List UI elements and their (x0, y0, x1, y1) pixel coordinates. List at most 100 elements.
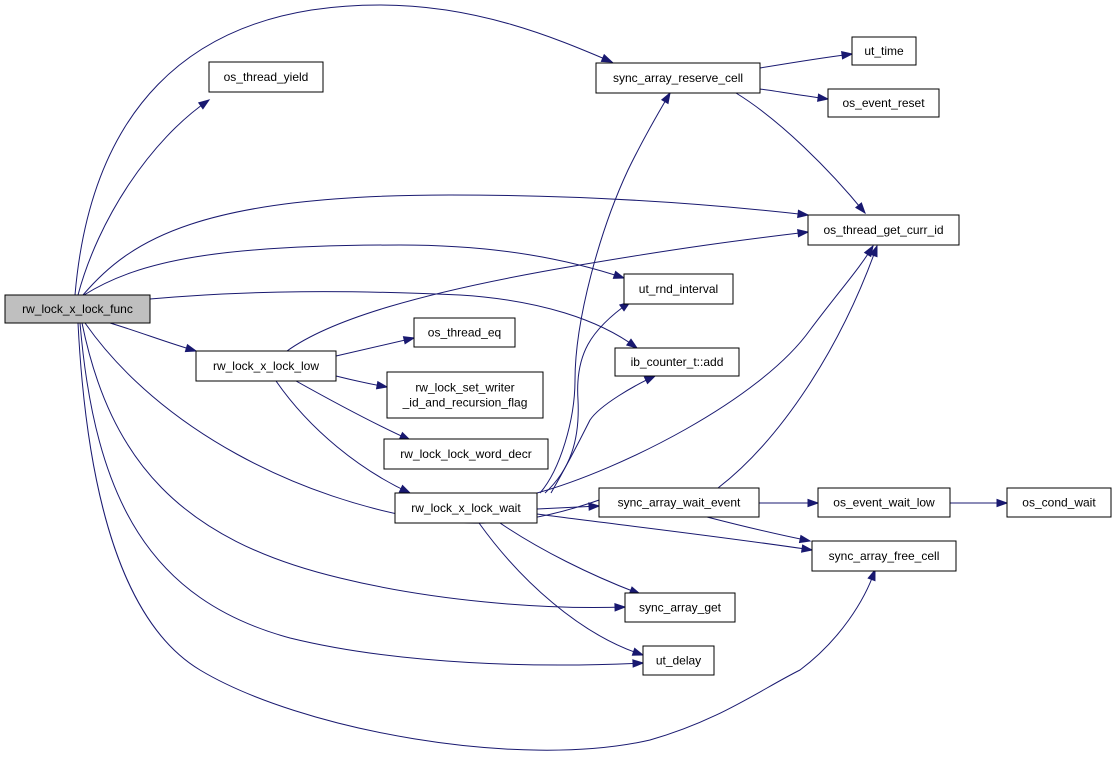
node-freecell[interactable]: sync_array_free_cell (811, 540, 957, 572)
node-currid[interactable]: os_thread_get_curr_id (807, 214, 960, 246)
edge-waitevent-to-currid (717, 244, 878, 489)
arrow-head-icon (398, 484, 412, 494)
node-label: sync_array_wait_event (618, 496, 741, 510)
node-box (4, 294, 151, 324)
arrow-head-icon (807, 498, 820, 508)
edge-xwait-to-rnd (544, 301, 632, 494)
node-label: os_event_wait_low (833, 496, 935, 510)
edge-line (79, 322, 644, 666)
node-label: rw_lock_x_lock_wait (411, 501, 521, 515)
node-worddecr[interactable]: rw_lock_lock_word_decr (383, 438, 549, 470)
arrow-head-icon (375, 380, 389, 390)
node-box (595, 62, 761, 94)
node-box (811, 540, 957, 572)
arrow-head-icon (817, 93, 830, 102)
node-box (851, 36, 917, 66)
edge-root-to-yield (77, 99, 211, 296)
edge-line (81, 322, 626, 609)
edge-line (536, 513, 813, 551)
edge-waitevent-to-evwaitlow (759, 498, 820, 508)
node-uttime[interactable]: ut_time (851, 36, 917, 66)
node-label: os_thread_yield (224, 70, 309, 84)
edge-xlow-to-worddecr (295, 380, 412, 441)
edge-root-to-rnd (83, 244, 626, 296)
arrow-head-icon (402, 336, 416, 345)
edge-xwait-to-saget (499, 522, 642, 595)
edge-line (536, 245, 874, 494)
node-box (1006, 487, 1112, 518)
node-label: os_cond_wait (1022, 496, 1096, 510)
edge-xwait-to-add (550, 375, 657, 494)
node-label: ut_delay (656, 654, 701, 668)
edge-line (286, 231, 809, 352)
node-box (817, 487, 951, 518)
edge-root-to-add (149, 291, 639, 349)
node-label: os_event_reset (842, 96, 925, 110)
arrow-head-icon (660, 91, 671, 105)
edge-line (82, 194, 809, 296)
node-rnd[interactable]: ut_rnd_interval (623, 273, 734, 305)
arrow-head-icon (797, 228, 810, 238)
arrow-head-icon (841, 51, 854, 60)
node-root[interactable]: rw_lock_x_lock_func (4, 294, 151, 324)
edge-xwait-to-delay (478, 522, 645, 656)
node-evreset[interactable]: os_event_reset (827, 88, 940, 118)
edge-xlow-to-currid (286, 228, 810, 352)
edge-root-to-currid (82, 194, 810, 296)
arrow-head-icon (797, 209, 810, 219)
node-box (383, 438, 549, 470)
node-reserve[interactable]: sync_array_reserve_cell (595, 62, 761, 94)
node-label: sync_array_free_cell (829, 549, 940, 563)
edge-line (295, 380, 411, 441)
node-label: os_thread_get_curr_id (823, 223, 943, 237)
edge-line (539, 92, 671, 494)
node-label: rw_lock_x_lock_low (213, 359, 319, 373)
node-label: ib_counter_t::add (631, 355, 724, 369)
nodes: rw_lock_x_lock_func os_thread_yield sync_a… (4, 36, 1112, 676)
edge-line (759, 53, 853, 69)
edge-line (149, 291, 638, 349)
node-delay[interactable]: ut_delay (642, 645, 715, 676)
edge-root-to-saget (81, 322, 627, 612)
node-saget[interactable]: sync_array_get (624, 592, 736, 623)
arrow-head-icon (869, 244, 878, 258)
node-label: _id_and_recursion_flag (402, 396, 528, 410)
node-add[interactable]: ib_counter_t::add (614, 347, 740, 377)
node-box (413, 317, 516, 348)
edge-line (499, 522, 641, 595)
node-condwait[interactable]: os_cond_wait (1006, 487, 1112, 518)
edge-waitevent-to-freecell (706, 516, 812, 544)
arrow-head-icon (800, 544, 814, 553)
arrow-head-icon (197, 99, 211, 110)
node-waitevent[interactable]: sync_array_wait_event (598, 487, 760, 518)
edge-line (74, 4, 613, 296)
node-evwaitlow[interactable]: os_event_wait_low (817, 487, 951, 518)
edge-line (735, 92, 866, 214)
node-box (394, 492, 538, 524)
node-label: sync_array_get (639, 601, 722, 615)
node-box (807, 214, 960, 246)
node-xwait[interactable]: rw_lock_x_lock_wait (394, 492, 538, 524)
arrow-head-icon (184, 343, 198, 353)
edge-xlow-to-setwriter (335, 375, 389, 390)
edge-evwaitlow-to-condwait (950, 498, 1009, 508)
edge-reserve-to-evreset (759, 88, 830, 102)
arrow-head-icon (996, 498, 1009, 508)
node-box (614, 347, 740, 377)
node-setwriter[interactable]: rw_lock_set_writer_id_and_recursion_flag (386, 371, 544, 419)
arrow-head-icon (588, 502, 601, 511)
edge-reserve-to-uttime (759, 51, 854, 69)
node-threq[interactable]: os_thread_eq (413, 317, 516, 348)
node-box (208, 61, 324, 93)
node-xlow[interactable]: rw_lock_x_lock_low (195, 350, 337, 382)
arrow-head-icon (614, 603, 627, 612)
node-box (598, 487, 760, 518)
arrow-head-icon (798, 534, 812, 544)
edges (74, 4, 1009, 751)
node-label: sync_array_reserve_cell (613, 71, 743, 85)
edge-line (717, 245, 878, 489)
edge-root-to-freecell (77, 322, 876, 751)
node-label: ut_rnd_interval (639, 282, 718, 296)
edge-line (77, 99, 210, 296)
node-yield[interactable]: os_thread_yield (208, 61, 324, 93)
